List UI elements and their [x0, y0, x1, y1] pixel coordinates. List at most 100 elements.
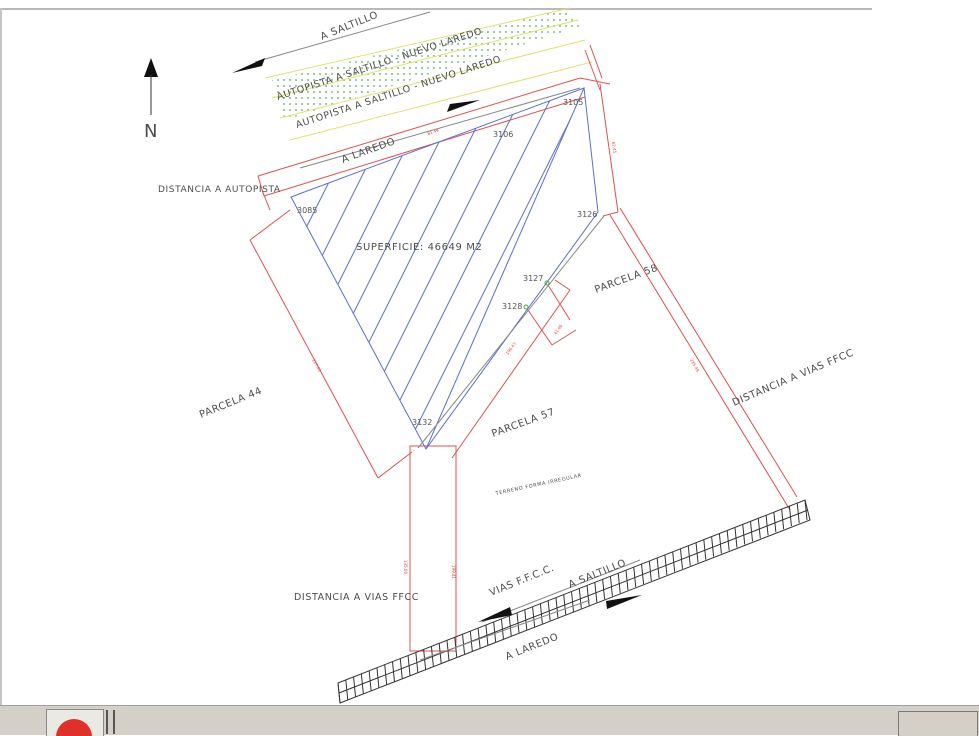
site-plan-drawing: N A SALTILLO AUTOPISTA A SALTILLO - NUEV… [144, 7, 856, 704]
railway-tie [664, 554, 668, 575]
railway-tie [609, 576, 613, 597]
point-3105: 3105 [563, 98, 583, 107]
toolbar-grip-icon[interactable] [106, 710, 115, 734]
north-arrow-icon [144, 58, 158, 115]
point-3127: 3127 [523, 274, 543, 283]
distance-vias-right-label: DISTANCIA A VIAS FFCC [731, 348, 856, 409]
railway-tie [796, 503, 800, 524]
parcel-44-label: PARCELA 44 [198, 386, 264, 421]
svg-text:62.45: 62.45 [611, 141, 618, 153]
railway-tie [353, 676, 357, 697]
railway-tie [384, 664, 388, 685]
direction-arrow-icon [478, 607, 512, 622]
railway-tie [493, 621, 497, 643]
parcel-57-label: PARCELA 57 [490, 407, 556, 440]
road-label-saltillo-bottom: A SALTILLO [567, 558, 628, 591]
railway-tie [625, 570, 629, 591]
railway-tie [415, 652, 419, 673]
railway-tie [734, 527, 738, 548]
parcel-57-note: TERRENO FORMA IRREGULAR [494, 473, 582, 497]
svg-text:41.00: 41.00 [553, 323, 564, 336]
railway-tie [571, 591, 574, 612]
svg-text:135.00: 135.00 [403, 560, 408, 574]
railway-tie [695, 542, 699, 563]
railway-tie [781, 509, 785, 530]
status-panel [898, 711, 978, 736]
railway-tie [368, 670, 372, 691]
railway-tie [711, 536, 715, 557]
road-label-laredo-top: A LAREDO [340, 136, 397, 166]
point-3128: 3128 [502, 302, 522, 311]
railway-tie [672, 551, 676, 572]
railway-tie [376, 667, 380, 688]
point-3106: 3106 [493, 130, 513, 139]
svg-text:81.49: 81.49 [427, 128, 440, 136]
railway-tie [500, 618, 504, 639]
area-label: SUPERFICIE: 46649 M2 [356, 242, 482, 253]
railway-tie [423, 649, 427, 670]
railway-tie [578, 588, 582, 609]
point-3126: 3126 [577, 210, 597, 219]
railway-tie [469, 631, 473, 652]
railway-tie [337, 682, 341, 704]
railway-label: VIAS F.F.C.C. [488, 563, 556, 599]
direction-arrow-icon [447, 100, 480, 112]
railway-tie [718, 533, 722, 554]
railway-tie [679, 548, 683, 569]
railway-tie [508, 615, 512, 636]
distance-vias-left-label: DISTANCIA A VIAS FFCC [294, 592, 419, 603]
railway-tie [757, 518, 761, 539]
railway-tie [477, 628, 481, 649]
railway-tie [391, 661, 395, 682]
railway-tie [430, 646, 434, 667]
north-label: N [144, 121, 158, 142]
railway-tie [586, 585, 590, 606]
railway-tie [345, 679, 349, 700]
distance-autopista-label: DISTANCIA A AUTOPISTA [158, 185, 281, 195]
railway-tie [804, 499, 808, 521]
railway-tie [703, 539, 707, 560]
railway-tie [539, 603, 543, 624]
cad-viewport[interactable]: N A SALTILLO AUTOPISTA A SALTILLO - NUEV… [0, 0, 979, 705]
railway-tie [360, 673, 364, 694]
railway-tie [547, 600, 551, 621]
railway-tie [633, 567, 637, 588]
viewport-top-border [0, 8, 872, 10]
railway-tie [399, 658, 403, 679]
railway-tie [788, 506, 792, 527]
railway-tie [687, 545, 691, 566]
svg-text:196.43: 196.43 [505, 341, 517, 356]
railway-tie [555, 597, 559, 618]
railway-tie [750, 521, 754, 542]
railway-tie [407, 655, 411, 676]
railway-tie [641, 564, 645, 585]
record-icon [56, 719, 92, 736]
railway-tie [516, 612, 520, 633]
direction-arrow-icon [232, 58, 265, 73]
viewport-left-border [0, 8, 2, 705]
point-3132: 3132 [412, 418, 432, 427]
road-label-saltillo-top: A SALTILLO [319, 10, 380, 43]
railway-tie [524, 609, 528, 630]
railway-tie [617, 573, 621, 594]
railway-tie [656, 557, 660, 578]
svg-text:199.41: 199.41 [451, 565, 456, 579]
highway-band [264, 7, 593, 141]
railway-tie [726, 530, 730, 551]
railway-tie [485, 625, 489, 646]
dimension-lines [249, 44, 798, 652]
railway-tie [602, 579, 606, 600]
railway-tie [532, 606, 536, 627]
railway-tie [648, 560, 652, 582]
svg-text:227.43: 227.43 [311, 358, 323, 373]
railway-track [337, 499, 811, 704]
svg-text:285.49: 285.49 [689, 358, 701, 373]
railway-tie [594, 582, 598, 603]
direction-arrow-icon [606, 595, 642, 609]
point-3085: 3085 [297, 206, 317, 215]
railway-tie [742, 524, 746, 545]
status-bar [0, 705, 979, 736]
railway-tie [765, 515, 769, 536]
record-button[interactable] [46, 709, 104, 736]
railway-tie [773, 512, 777, 533]
